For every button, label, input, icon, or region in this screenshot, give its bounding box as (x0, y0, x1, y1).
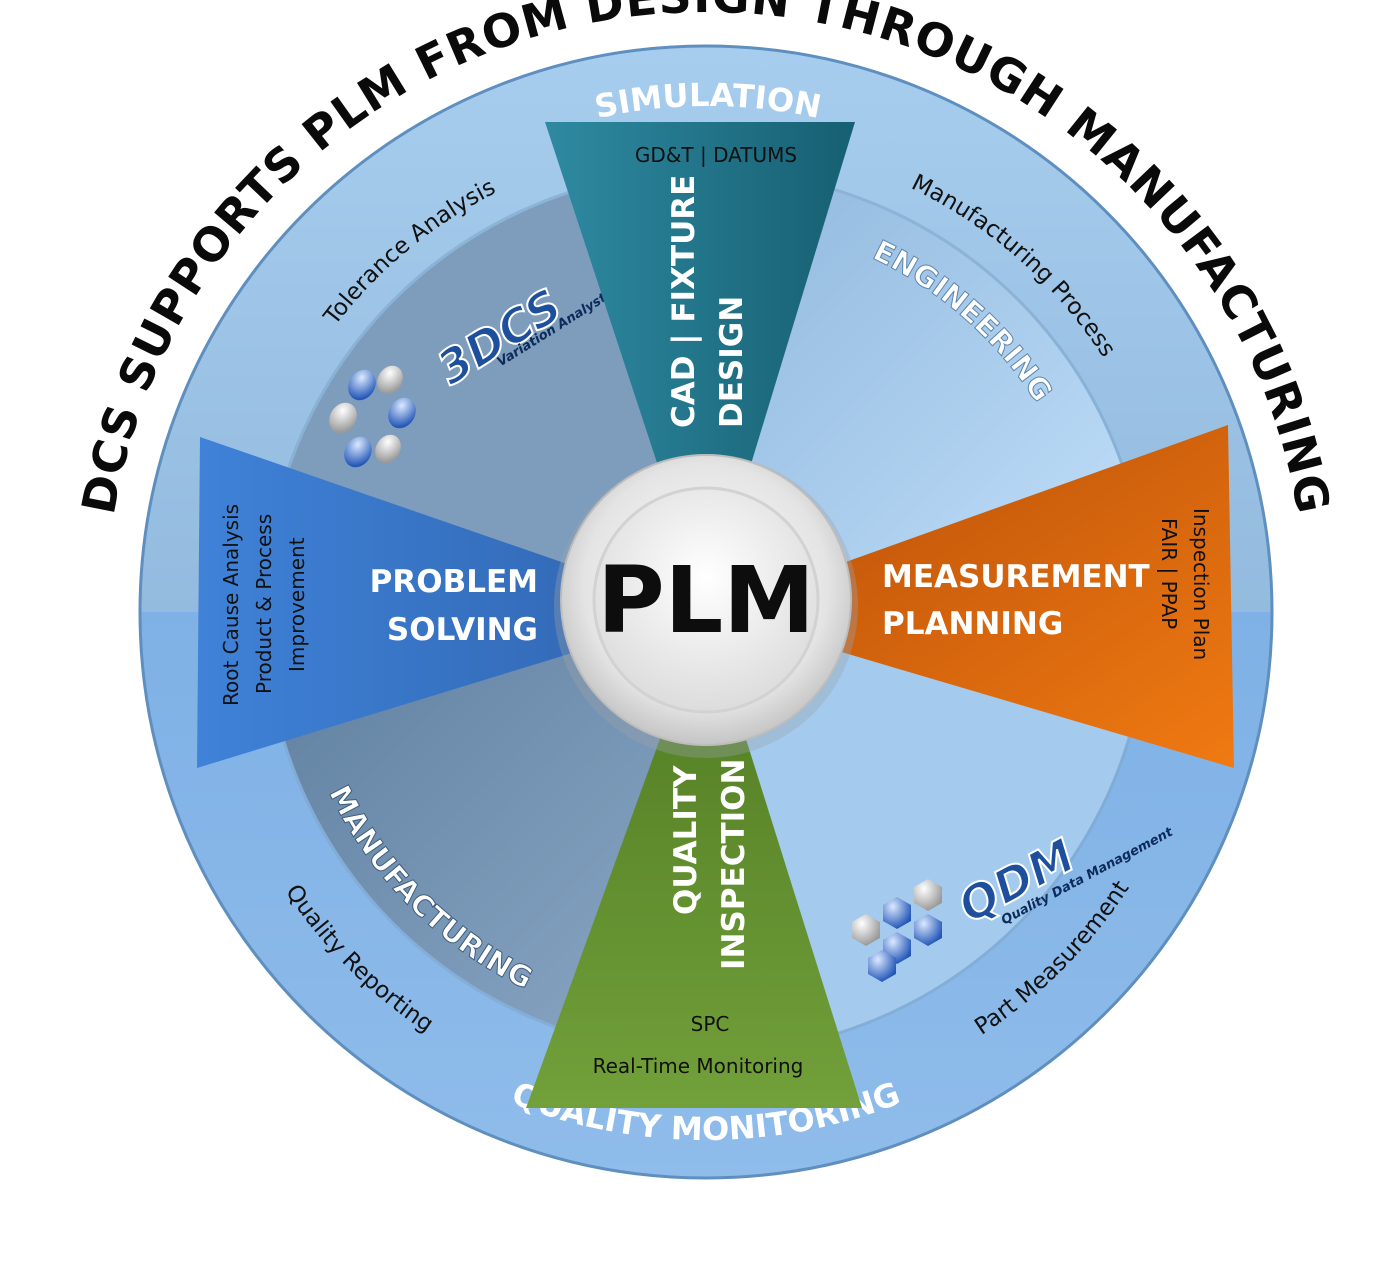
wedge-problem-side3: Improvement (285, 537, 309, 672)
wedge-problem-side2: Product & Process (252, 514, 276, 694)
wedge-quality-line2: INSPECTION (716, 759, 752, 970)
wedge-quality-text1: SPC (691, 1012, 730, 1036)
wedge-problem-line1: PROBLEM (370, 564, 538, 600)
wedge-measurement-side2: FAIR | PPAP (1157, 518, 1181, 629)
wedge-problem-line2: SOLVING (387, 612, 538, 648)
center-label: PLM (597, 547, 815, 654)
center-hub: PLM (554, 454, 858, 758)
wedge-cad-fixture-design: GD&T | DATUMS CAD | FIXTURE DESIGN (545, 122, 855, 612)
wedge-measurement-line1: MEASUREMENT (882, 559, 1150, 595)
logo-qdm-hex-icon (852, 879, 942, 982)
wedge-quality-text2: Real-Time Monitoring (593, 1054, 804, 1078)
wedge-quality-line1: QUALITY (668, 765, 704, 915)
wedge-cad-top-text: GD&T | DATUMS (635, 143, 797, 167)
logo-3dcs-dots-icon (329, 365, 416, 468)
wedge-problem-solving: PROBLEM SOLVING Root Cause Analysis Prod… (197, 437, 706, 768)
wedge-measurement-planning: MEASUREMENT PLANNING Inspection Plan FAI… (706, 425, 1234, 768)
title-word-dcs: DCS (71, 397, 151, 518)
wedge-cad-line2: DESIGN (714, 296, 750, 428)
wedge-problem-side1: Root Cause Analysis (219, 504, 243, 706)
wedge-measurement-side1: Inspection Plan (1189, 508, 1213, 660)
wedge-quality-inspection: QUALITY INSPECTION SPC Real-Time Monitor… (526, 612, 862, 1108)
wedge-cad-line1: CAD | FIXTURE (666, 175, 702, 428)
title-word-design: DESIGN (581, 0, 794, 34)
wedge-measurement-line2: PLANNING (882, 606, 1063, 642)
